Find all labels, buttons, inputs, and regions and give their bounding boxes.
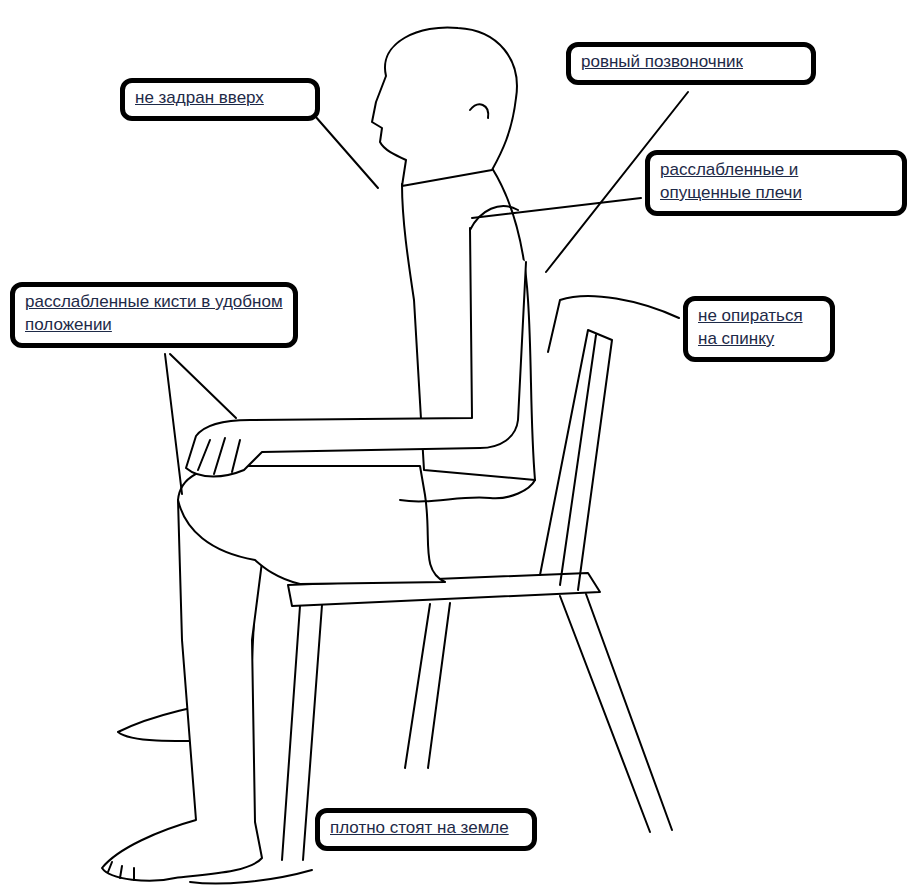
callout-text: ровный позвоночник bbox=[581, 51, 801, 74]
leader-lines bbox=[165, 92, 688, 884]
callout-text: расслабленные кисти в удобном положении bbox=[25, 291, 283, 337]
head-drawing bbox=[372, 27, 517, 186]
thigh-drawing bbox=[178, 466, 535, 584]
callout-text: плотно стоят на земле bbox=[330, 817, 522, 840]
callout-box: ровный позвоночник bbox=[566, 42, 816, 85]
callout-box: расслабленные кисти в удобном положении bbox=[10, 282, 298, 348]
callout-box: не опираться на спинку bbox=[683, 296, 835, 362]
callout-box: не задран вверх bbox=[120, 78, 320, 121]
callout-text: не задран вверх bbox=[135, 87, 305, 110]
callout-box: расслабленные и опущенные плечи bbox=[645, 150, 907, 216]
front-leg-drawing bbox=[102, 500, 262, 881]
callout-box: плотно стоят на земле bbox=[315, 808, 537, 851]
callout-text: не опираться на спинку bbox=[698, 305, 820, 351]
callout-text: расслабленные и опущенные плечи bbox=[660, 159, 892, 205]
